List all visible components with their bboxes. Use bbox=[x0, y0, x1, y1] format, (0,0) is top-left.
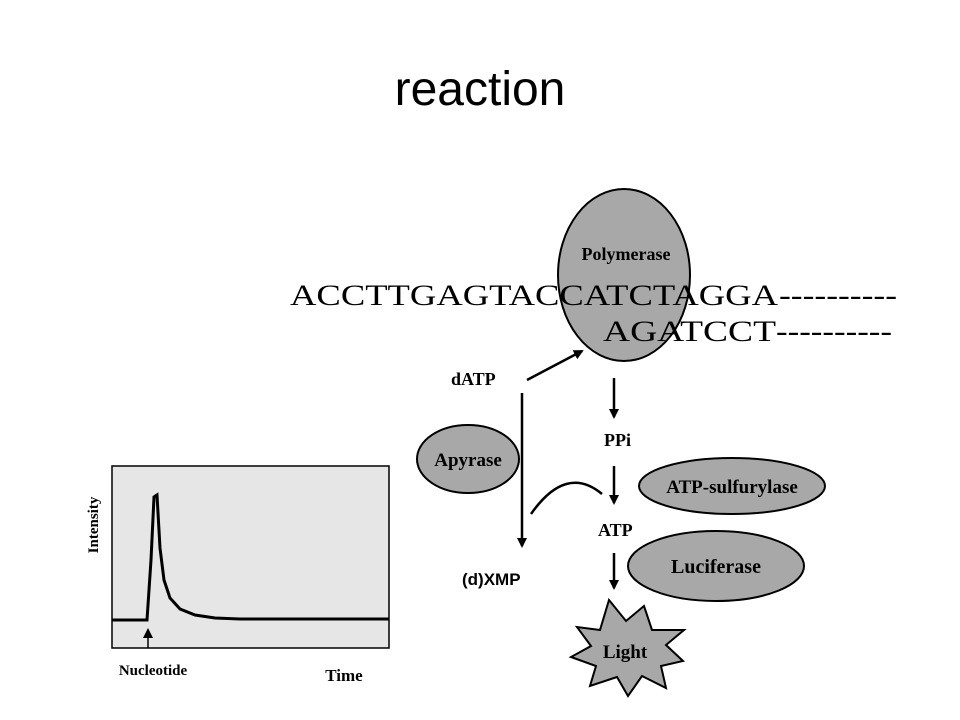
signal-trace bbox=[112, 492, 389, 622]
polymerase-ellipse bbox=[557, 188, 691, 362]
apyrase-ellipse bbox=[416, 424, 520, 494]
polymerase-label: Polymerase bbox=[582, 244, 671, 264]
apyrase-label: Apyrase bbox=[434, 450, 502, 471]
light-label: Light bbox=[603, 642, 648, 663]
luciferase-label: Luciferase bbox=[671, 556, 761, 578]
datp-to-polymerase-arrow bbox=[526, 349, 584, 382]
atp-sulfurylase-label: ATP-sulfurylase bbox=[666, 477, 798, 498]
apyrase-recycle-curve bbox=[529, 481, 603, 515]
primer-overhang: ---------- bbox=[776, 315, 892, 348]
atp-label: ATP bbox=[598, 520, 633, 540]
template-overhang: ---------- bbox=[779, 279, 897, 312]
signal-plot-area bbox=[111, 465, 390, 649]
primer-strand: AGATCCT bbox=[603, 315, 776, 348]
luciferase-ellipse bbox=[627, 530, 805, 602]
light-burst bbox=[568, 597, 687, 698]
plot-marker-label: Nucleotide bbox=[119, 663, 188, 679]
plot-xlabel: Time bbox=[325, 666, 363, 685]
datp-label: dATP bbox=[451, 369, 496, 389]
ppi-label: PPi bbox=[604, 430, 631, 450]
dxmp-label: (d)XMP bbox=[462, 570, 521, 589]
slide-title: reaction bbox=[394, 63, 566, 116]
plot-ylabel: Intensity bbox=[86, 496, 102, 553]
atp-sulfurylase-ellipse bbox=[638, 457, 826, 515]
template-strand: ACCTTGAGTACCATCTAGGA bbox=[290, 279, 778, 312]
